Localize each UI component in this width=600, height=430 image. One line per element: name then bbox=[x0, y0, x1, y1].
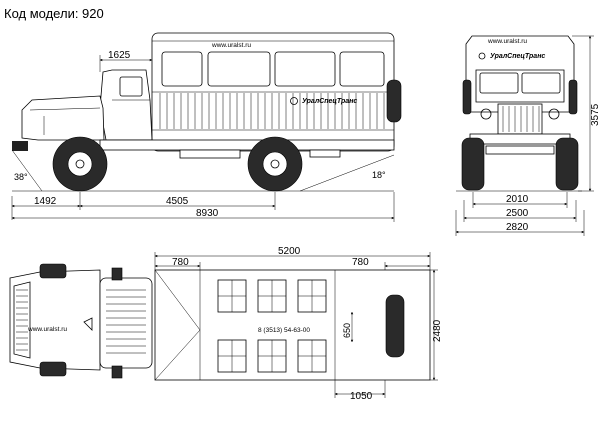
front-mirror-left bbox=[462, 79, 472, 115]
side-spare-wheel bbox=[386, 79, 402, 123]
side-website-text: www.uralst.ru bbox=[211, 42, 251, 49]
departure-angle-line bbox=[299, 154, 395, 192]
dim-body-length: 5200 bbox=[278, 246, 301, 257]
front-view: www.uralst.ru УралСпецТранс 3575 bbox=[455, 35, 600, 236]
dim-front-overhang: 1492 bbox=[34, 196, 57, 207]
top-website-text: www.uralst.ru bbox=[27, 326, 67, 333]
dim-body-width: 2500 bbox=[506, 208, 529, 219]
top-cab-roof bbox=[99, 277, 153, 369]
seat-block bbox=[257, 339, 287, 373]
side-front-wheel bbox=[52, 136, 108, 192]
side-rear-wheel bbox=[247, 136, 303, 192]
side-corrugation bbox=[152, 91, 394, 131]
side-chassis bbox=[99, 139, 395, 151]
approach-angle-line bbox=[11, 149, 43, 192]
seat-block bbox=[257, 279, 287, 313]
top-front-wheel-right bbox=[39, 361, 67, 377]
seat-block bbox=[297, 339, 327, 373]
front-grille bbox=[497, 103, 543, 135]
dim-wheelbase: 4505 bbox=[166, 196, 189, 207]
dim-overall-width: 2820 bbox=[506, 222, 529, 233]
side-brand-logo bbox=[290, 97, 298, 105]
top-view: www.uralst.ru 8 (3513) 54-63-00 5200 bbox=[9, 246, 443, 402]
approach-angle-text: 38° bbox=[14, 172, 28, 182]
top-front-grille bbox=[16, 289, 28, 351]
dim-height: 3575 bbox=[590, 103, 600, 126]
side-ribs bbox=[159, 93, 385, 129]
seat-block bbox=[297, 279, 327, 313]
side-cab bbox=[99, 69, 153, 141]
front-wheel-right bbox=[555, 137, 579, 191]
front-brand-text: УралСпецТранс bbox=[490, 53, 545, 60]
side-view: www.uralst.ru УралСпецТранс bbox=[11, 32, 402, 222]
top-body-floor bbox=[154, 269, 431, 381]
top-spare-wheel bbox=[385, 294, 405, 358]
side-brand-text: УралСпецТранс bbox=[302, 98, 357, 105]
front-wheel-left bbox=[461, 137, 485, 191]
front-cab bbox=[475, 69, 565, 103]
dim-overall-length: 8930 bbox=[196, 208, 219, 219]
side-cab-window bbox=[119, 76, 143, 97]
top-cab-ribs bbox=[106, 289, 146, 354]
dim-right-seat-block: 780 bbox=[352, 257, 369, 268]
top-seats bbox=[217, 279, 327, 373]
front-bumper bbox=[469, 133, 571, 145]
dim-track-width: 2010 bbox=[506, 194, 529, 205]
top-front-wheel-left bbox=[39, 263, 67, 279]
dim-left-seat-block: 780 bbox=[172, 257, 189, 268]
dim-rear-section: 1050 bbox=[350, 391, 373, 402]
dim-aisle-width: 650 bbox=[342, 323, 352, 338]
dim-top-width: 2480 bbox=[432, 319, 443, 342]
front-grille-bars bbox=[502, 106, 540, 132]
departure-angle-text: 18° bbox=[372, 170, 386, 180]
seat-block bbox=[217, 279, 247, 313]
front-website-text: www.uralst.ru bbox=[487, 38, 527, 45]
front-mirror-right bbox=[568, 79, 578, 115]
side-bumper bbox=[12, 141, 28, 151]
seat-block bbox=[217, 339, 247, 373]
front-brand-logo bbox=[478, 52, 486, 60]
model-code-label: Код модели: 920 bbox=[4, 6, 104, 21]
side-windows bbox=[161, 51, 385, 87]
dim-cab-offset: 1625 bbox=[108, 50, 131, 61]
top-phone-text: 8 (3513) 54-63-00 bbox=[258, 327, 310, 334]
side-hood bbox=[21, 95, 105, 141]
